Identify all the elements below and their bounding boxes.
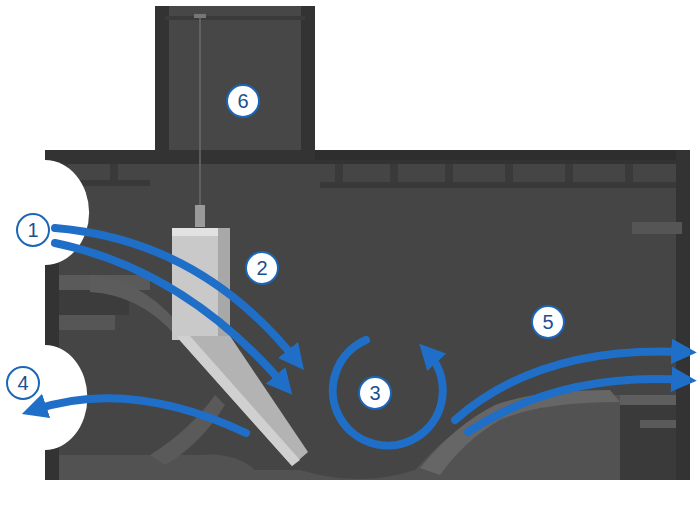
callout-circle: 3 xyxy=(358,376,392,410)
callout-circle: 5 xyxy=(531,305,565,339)
callout-circle: 2 xyxy=(245,251,279,285)
callout-number: 1 xyxy=(27,220,38,240)
callout-number: 4 xyxy=(17,373,28,393)
callout-number: 6 xyxy=(237,91,248,111)
callout-circle: 1 xyxy=(16,213,50,247)
callout-number: 2 xyxy=(256,258,267,278)
callout-number: 5 xyxy=(542,312,553,332)
callout-circle: 4 xyxy=(6,366,40,400)
callout-number: 3 xyxy=(369,383,380,403)
callout-circle: 6 xyxy=(226,84,260,118)
